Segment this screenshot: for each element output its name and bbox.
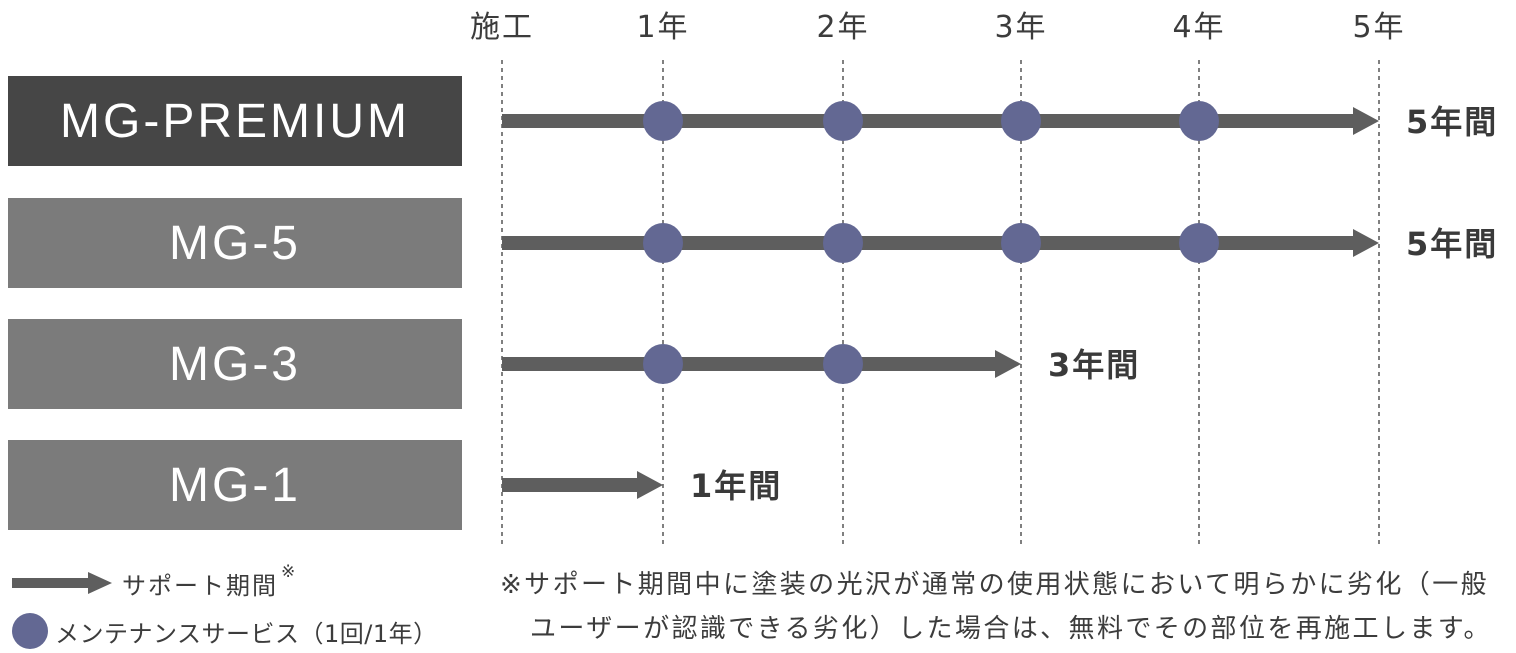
plan-name: MG-PREMIUM [60, 94, 410, 148]
footnote-line: ※サポート期間中に塗装の光沢が通常の使用状態において明らかに劣化（一般 [500, 570, 1490, 600]
support-arrowhead-mg-premium [1353, 107, 1379, 135]
maintenance-dot-mg-3-year-2 [823, 344, 863, 384]
duration-label-mg-1: 1年間 [690, 467, 782, 505]
plan-name: MG-5 [169, 216, 301, 270]
maintenance-dot-mg-premium-year-1 [643, 101, 683, 141]
maintenance-dot-mg-5-year-2 [823, 223, 863, 263]
plan-box-mg-premium: MG-PREMIUM [8, 76, 462, 166]
x-tick-label-0: 施工 [470, 10, 534, 45]
support-bar-mg-5 [502, 236, 1353, 250]
support-bar-mg-1 [502, 478, 637, 492]
legend-note-mark: ※ [281, 562, 296, 582]
support-arrowhead-mg-5 [1353, 229, 1379, 257]
x-tick-label-5: 5年 [1352, 10, 1405, 45]
maintenance-dot-mg-premium-year-4 [1179, 101, 1219, 141]
x-tick-label-2: 2年 [816, 10, 869, 45]
support-bar-mg-3 [502, 357, 995, 371]
support-arrowhead-mg-1 [637, 471, 663, 499]
legend-item-support-period: サポート期間 ※ [10, 562, 295, 600]
support-arrowhead-mg-3 [995, 350, 1021, 378]
duration-label-mg-3: 3年間 [1048, 346, 1140, 384]
plan-name: MG-3 [169, 337, 301, 391]
plan-name: MG-1 [169, 458, 301, 512]
maintenance-dot-mg-premium-year-3 [1001, 101, 1041, 141]
plan-box-mg-5: MG-5 [8, 198, 462, 288]
duration-label-mg-5: 5年間 [1406, 225, 1498, 263]
maintenance-dot-mg-5-year-1 [643, 223, 683, 263]
maintenance-dot-mg-3-year-1 [643, 344, 683, 384]
arrow-right-icon [12, 572, 112, 594]
x-tick-label-3: 3年 [994, 10, 1047, 45]
x-tick-label-1: 1年 [636, 10, 689, 45]
maintenance-dot-mg-5-year-3 [1001, 223, 1041, 263]
support-bar-mg-premium [502, 114, 1353, 128]
duration-label-mg-premium: 5年間 [1406, 103, 1498, 141]
maintenance-dot-mg-5-year-4 [1179, 223, 1219, 263]
maintenance-dot-mg-premium-year-2 [823, 101, 863, 141]
legend-item-maintenance: メンテナンスサービス（1回/1年） [10, 613, 438, 649]
x-tick-label-4: 4年 [1172, 10, 1225, 45]
footnote: ※サポート期間中に塗装の光沢が通常の使用状態において明らかに劣化（一般 ユーザー… [500, 563, 1492, 651]
plan-box-mg-1: MG-1 [8, 440, 462, 530]
circle-icon [12, 613, 48, 649]
legend-label: メンテナンスサービス（1回/1年） [55, 619, 438, 648]
plan-box-mg-3: MG-3 [8, 319, 462, 409]
footnote-line: ユーザーが認識できる劣化）した場合は、無料でその部位を再施工します。 [530, 614, 1492, 644]
legend-label: サポート期間 [122, 571, 278, 600]
